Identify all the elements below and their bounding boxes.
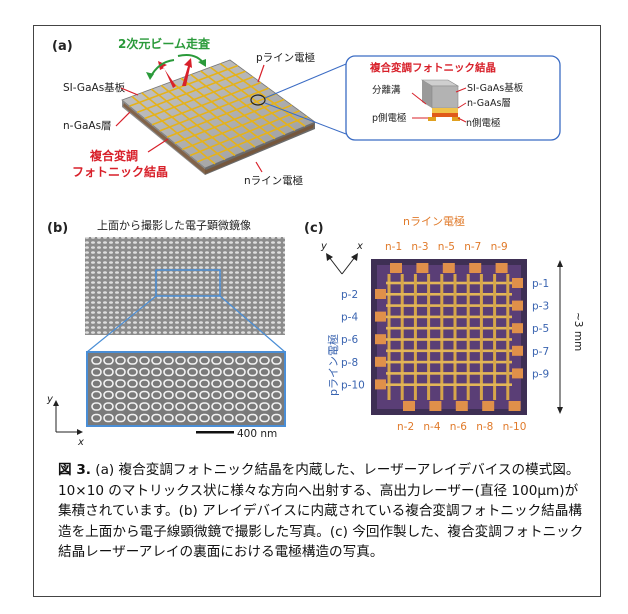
chip-left-label: p-10 xyxy=(341,379,365,391)
sem-image-overview xyxy=(85,237,285,335)
chip-top-label: n-7 xyxy=(464,241,481,253)
chip-bottom-label: n-8 xyxy=(476,421,493,433)
chip-bottom-label: n-10 xyxy=(503,421,527,433)
panel-c-label: (c) xyxy=(304,221,324,236)
chip-right-label: p-5 xyxy=(532,323,549,335)
inset-n-electrode-pointer xyxy=(457,117,467,123)
inset-n-electrode-label: n側電極 xyxy=(466,117,501,129)
inset-title: 複合変調フォトニック結晶 xyxy=(369,61,496,74)
sem-axis-y: y xyxy=(46,394,54,405)
sem-connector-right xyxy=(219,295,286,353)
chip-bottom-label: n-4 xyxy=(423,421,440,433)
c-p-line-label: pライン電極 xyxy=(326,334,340,396)
panel-a-label: (a) xyxy=(52,39,73,54)
inset-groove-pointer xyxy=(411,92,427,105)
n-line-pointer xyxy=(255,161,263,173)
chip-bottom-label: n-2 xyxy=(397,421,414,433)
chip-top-label: n-5 xyxy=(438,241,455,253)
inset-n-gaas-label: n-GaAs層 xyxy=(467,98,511,109)
crystal-label-line1: 複合変調 xyxy=(89,148,138,163)
chip-right-label: p-3 xyxy=(532,301,549,313)
chip-axis-x: x xyxy=(356,241,363,252)
inset-substrate-pointer xyxy=(455,87,467,93)
scale-bar xyxy=(196,431,234,434)
inset-substrate-label: SI-GaAs基板 xyxy=(467,82,524,94)
laser-array-device xyxy=(121,59,316,175)
caption-text: (a) 複合変調フォトニック結晶を内蔵した、レーザーアレイデバイスの模式図。10… xyxy=(58,462,584,560)
sem-axis-x: x xyxy=(77,437,84,448)
chip-top-label: n-3 xyxy=(411,241,428,253)
n-gaas-label: n-GaAs層 xyxy=(63,120,112,132)
inset-groove-label: 分離溝 xyxy=(372,84,401,96)
caption-label: 図 3. xyxy=(58,462,91,478)
chip-left-label: p-8 xyxy=(341,357,358,369)
crystal-pointer xyxy=(147,138,169,153)
figure-caption: 図 3. (a) 複合変調フォトニック結晶を内蔵した、レーザーアレイデバイスの模… xyxy=(58,460,586,563)
inset-p-electrode-label: p側電極 xyxy=(372,112,407,124)
chip-right-label: p-1 xyxy=(532,278,549,290)
inset-n-gaas-pointer xyxy=(457,102,467,109)
crystal-label-line2: フォトニック結晶 xyxy=(72,164,168,179)
sem-zoom-rect xyxy=(155,269,221,297)
inset-box xyxy=(345,55,561,141)
chip-left-label: p-6 xyxy=(341,334,358,346)
substrate-pointer xyxy=(120,87,139,96)
chip-top-label: n-9 xyxy=(491,241,508,253)
chip-bottom-label: n-6 xyxy=(450,421,467,433)
scale-label: 400 nm xyxy=(237,428,277,440)
panel-b-label: (b) xyxy=(47,221,68,236)
chip-axes-icon xyxy=(326,253,358,275)
p-line-label: pライン電極 xyxy=(256,51,315,64)
zoom-circle xyxy=(250,94,266,106)
substrate-label: SI-GaAs基板 xyxy=(63,81,126,94)
n-line-label: nライン電極 xyxy=(244,174,303,187)
size-arrow xyxy=(557,260,563,414)
chip-right-label: p-7 xyxy=(532,346,549,358)
p-line-pointer xyxy=(257,64,265,83)
sem-axes-icon xyxy=(53,400,83,435)
size-label: ~3 mm xyxy=(572,312,584,351)
chip-top-label: n-1 xyxy=(385,241,402,253)
chip-left-label: p-4 xyxy=(341,312,358,324)
beam-arrows-icon xyxy=(146,54,206,88)
chip-right-label: p-9 xyxy=(532,368,549,380)
chip-inner xyxy=(377,265,521,409)
c-n-line-label: nライン電極 xyxy=(403,214,465,228)
chip-axis-y: y xyxy=(320,241,328,252)
sem-title: 上面から撮影した電子顕微鏡像 xyxy=(97,218,251,232)
chip-left-label: p-2 xyxy=(341,289,358,301)
beam-scan-label: 2次元ビーム走査 xyxy=(118,36,211,51)
zoom-connector-bottom xyxy=(264,102,347,135)
sem-connector-left xyxy=(86,295,157,353)
zoom-connector-top xyxy=(264,63,347,99)
n-gaas-pointer xyxy=(115,111,131,127)
